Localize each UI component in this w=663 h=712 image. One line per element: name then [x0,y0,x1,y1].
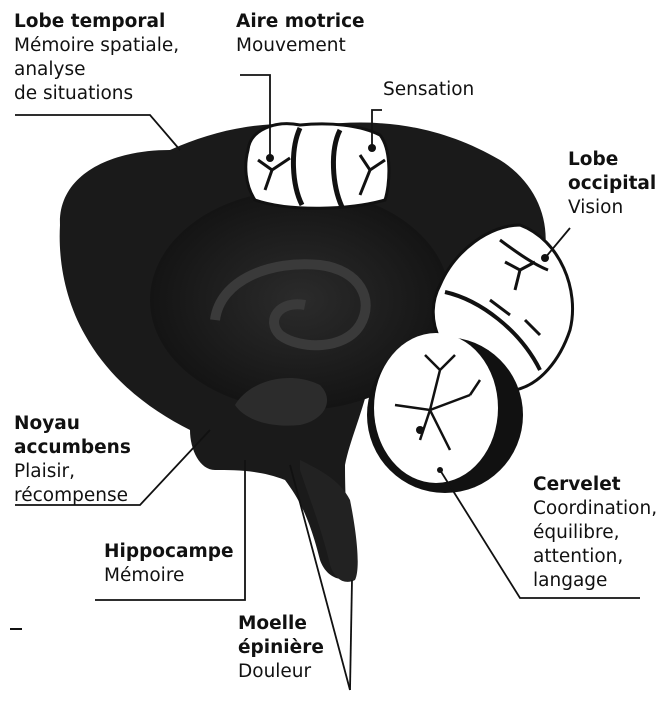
label-temporal: Lobe temporal Mémoire spatiale, analyse … [14,10,179,106]
accumbens-title-1: Noyau [14,412,131,436]
label-cerebellum: Cervelet Coordination, équilibre, attent… [533,473,657,593]
motor-title: Aire motrice [236,10,365,34]
accumbens-line-1: Plaisir, [14,460,131,484]
stray-dash [10,628,22,630]
cerebellum-line-4: langage [533,569,657,593]
label-spinal: Moelle épinière Douleur [238,612,324,684]
temporal-title: Lobe temporal [14,10,179,34]
label-motor: Aire motrice Mouvement [236,10,365,58]
label-hippocampus: Hippocampe Mémoire [104,540,234,588]
pointer-temporal [15,115,180,150]
accumbens-title-2: accumbens [14,436,131,460]
label-accumbens: Noyau accumbens Plaisir, récompense [14,412,131,508]
occipital-title-1: Lobe [568,148,656,172]
label-sensation: Sensation [383,78,474,102]
cerebellum-line-3: attention, [533,545,657,569]
hippocampus-title: Hippocampe [104,540,234,564]
cerebellum-line-2: équilibre, [533,521,657,545]
accumbens-line-2: récompense [14,484,131,508]
spinal-line-1: Douleur [238,660,324,684]
temporal-line-1: Mémoire spatiale, [14,34,179,58]
occipital-line-1: Vision [568,196,656,220]
sensation-line-1: Sensation [383,78,474,102]
cerebellum-line-1: Coordination, [533,497,657,521]
spinal-title-1: Moelle [238,612,324,636]
spinal-title-2: épinière [238,636,324,660]
temporal-line-2: analyse [14,58,179,82]
cerebellum-title: Cervelet [533,473,657,497]
occipital-title-2: occipital [568,172,656,196]
hippocampus-line-1: Mémoire [104,564,234,588]
pointer-spinal-b [350,580,352,690]
label-occipital: Lobe occipital Vision [568,148,656,220]
motor-line-1: Mouvement [236,34,365,58]
temporal-line-3: de situations [14,82,179,106]
